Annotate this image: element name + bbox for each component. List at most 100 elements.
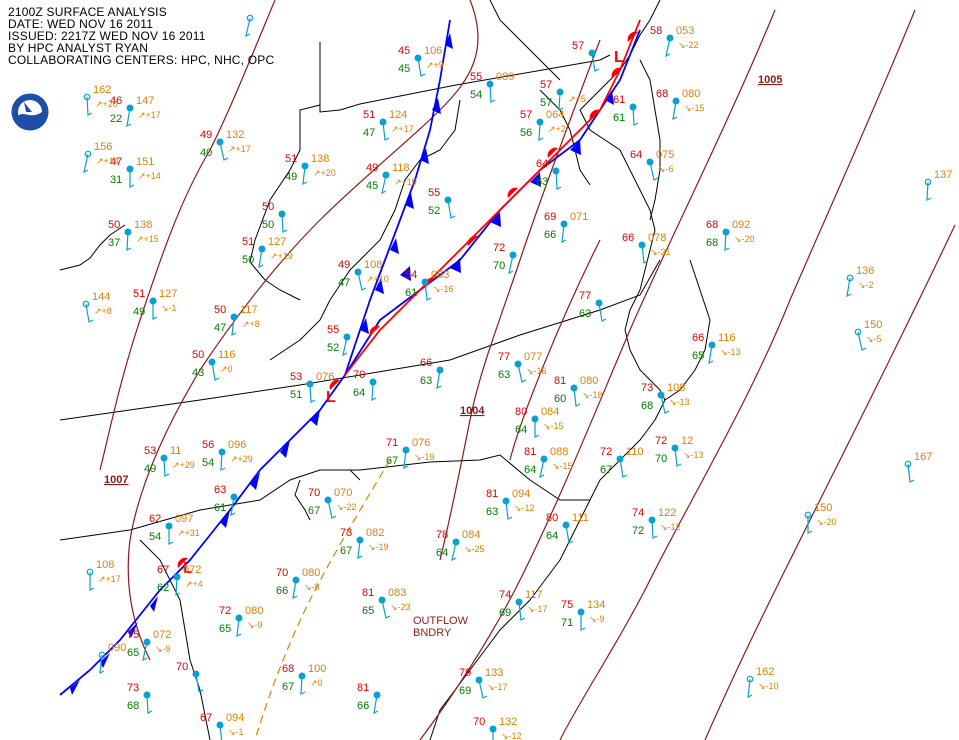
station-dewpoint: 57 — [540, 97, 552, 109]
station-dewpoint: 61 — [405, 287, 417, 299]
station-dewpoint: 67 — [600, 464, 612, 476]
station-pressure-tendency: ↗+31 — [177, 528, 200, 538]
coastline — [429, 0, 711, 740]
wind-barb-icon — [591, 52, 600, 72]
wind-barb-icon — [381, 174, 387, 195]
station-temperature: 51 — [133, 288, 145, 300]
station-pressure-tendency: ↘-8 — [304, 582, 320, 592]
wind-barb-icon — [555, 170, 562, 190]
station-dewpoint: 52 — [428, 205, 440, 217]
station-temperature: 70 — [308, 487, 320, 499]
wind-barb-icon — [281, 213, 288, 233]
station-plot: 136↘-2 — [846, 265, 874, 298]
station-pressure: 084 — [541, 406, 559, 418]
station-pressure-tendency: ↗+15 — [136, 234, 159, 244]
station-temperature: 70 — [473, 716, 485, 728]
station-temperature: 81 — [486, 488, 498, 500]
station-temperature: 66 — [622, 232, 634, 244]
station-dewpoint: 49 — [285, 171, 297, 183]
wind-barb-icon — [489, 83, 496, 103]
wind-barb-icon — [508, 254, 514, 275]
header-centers: COLLABORATING CENTERS: HPC, NHC, OPC — [8, 53, 275, 67]
outflow-boundary-label-line2: BNDRY — [413, 627, 452, 639]
station-pressure-tendency: ↗+29 — [172, 460, 195, 470]
station-pressure: 072 — [153, 629, 171, 641]
station-pressure-tendency: ↘-6 — [658, 164, 674, 174]
wind-barb-icon — [573, 387, 581, 407]
station-temperature: 75 — [561, 599, 573, 611]
wind-barb-icon — [907, 463, 915, 483]
station-pressure: 111 — [572, 512, 589, 524]
wind-barb-icon — [926, 181, 932, 201]
station-temperature: 70 — [353, 369, 365, 381]
station-temperature: 50 — [262, 201, 274, 213]
wind-barb-icon — [651, 519, 658, 539]
station-pressure: 100 — [308, 663, 326, 675]
wind-barb-icon — [708, 344, 714, 365]
wind-barb-icon — [85, 303, 94, 323]
station-pressure-tendency: ↘-15 — [543, 421, 564, 431]
station-pressure-tendency: ↗+20 — [95, 99, 118, 109]
isobar-label-1004: 1004 — [460, 405, 485, 417]
header-issued: ISSUED: 2217Z WED NOV 16 2011 — [8, 29, 206, 43]
station-pressure: 108 — [96, 559, 114, 571]
station-pressure: 134 — [587, 599, 605, 611]
wind-barb-icon — [163, 457, 170, 477]
station-plot — [245, 14, 254, 38]
station-temperature: 80 — [546, 512, 558, 524]
station-dewpoint: 69 — [499, 607, 511, 619]
wind-barb-icon — [538, 121, 544, 141]
station-pressure: 127 — [159, 288, 177, 300]
station-pressure: 167 — [914, 451, 932, 463]
wind-barb-icon — [211, 361, 220, 381]
station-dewpoint: 64 — [546, 530, 558, 542]
wind-barb-icon — [492, 729, 494, 740]
station-pressure-tendency: ↘-10 — [758, 681, 779, 691]
station-pressure: 151 — [136, 156, 154, 168]
station-pressure-tendency: ↘-1 — [161, 303, 177, 313]
station-pressure-tendency: ↗+19 — [270, 251, 293, 261]
station-pressure: 080 — [245, 605, 263, 617]
station-temperature: 53 — [290, 371, 302, 383]
station-temperature: 67 — [157, 564, 169, 576]
station-temperature: 66 — [692, 332, 704, 344]
wind-barb-icon — [846, 277, 852, 298]
station-temperature: 57 — [520, 109, 532, 121]
station-pressure: 122 — [658, 507, 676, 519]
station-pressure-tendency: ↘-16 — [526, 366, 547, 376]
wind-barb-icon — [373, 694, 379, 715]
station-dewpoint: 45 — [366, 180, 378, 192]
station-pressure: 072 — [183, 564, 201, 576]
station-pressure-tendency: ↗+8 — [242, 319, 260, 329]
station-temperature: 61 — [613, 94, 625, 106]
wind-barb-icon — [580, 612, 586, 631]
station-dewpoint: 63 — [420, 375, 432, 387]
station-temperature: 68 — [656, 88, 668, 100]
station-dewpoint: 68 — [706, 237, 718, 249]
station-dewpoint: 69 — [459, 685, 471, 697]
station-temperature: 55 — [470, 71, 482, 83]
low-pressure-symbol-north: L — [614, 49, 624, 66]
wind-barb-icon — [357, 539, 363, 560]
wind-barb-icon — [451, 541, 457, 562]
station-pressure: 092 — [732, 219, 750, 231]
station-pressure-tendency: ↘-9 — [155, 644, 171, 654]
station-dewpoint: 22 — [110, 113, 122, 125]
wind-barb-icon — [146, 694, 153, 714]
station-temperature: 72 — [219, 605, 231, 617]
station-temperature: 47 — [110, 156, 122, 168]
